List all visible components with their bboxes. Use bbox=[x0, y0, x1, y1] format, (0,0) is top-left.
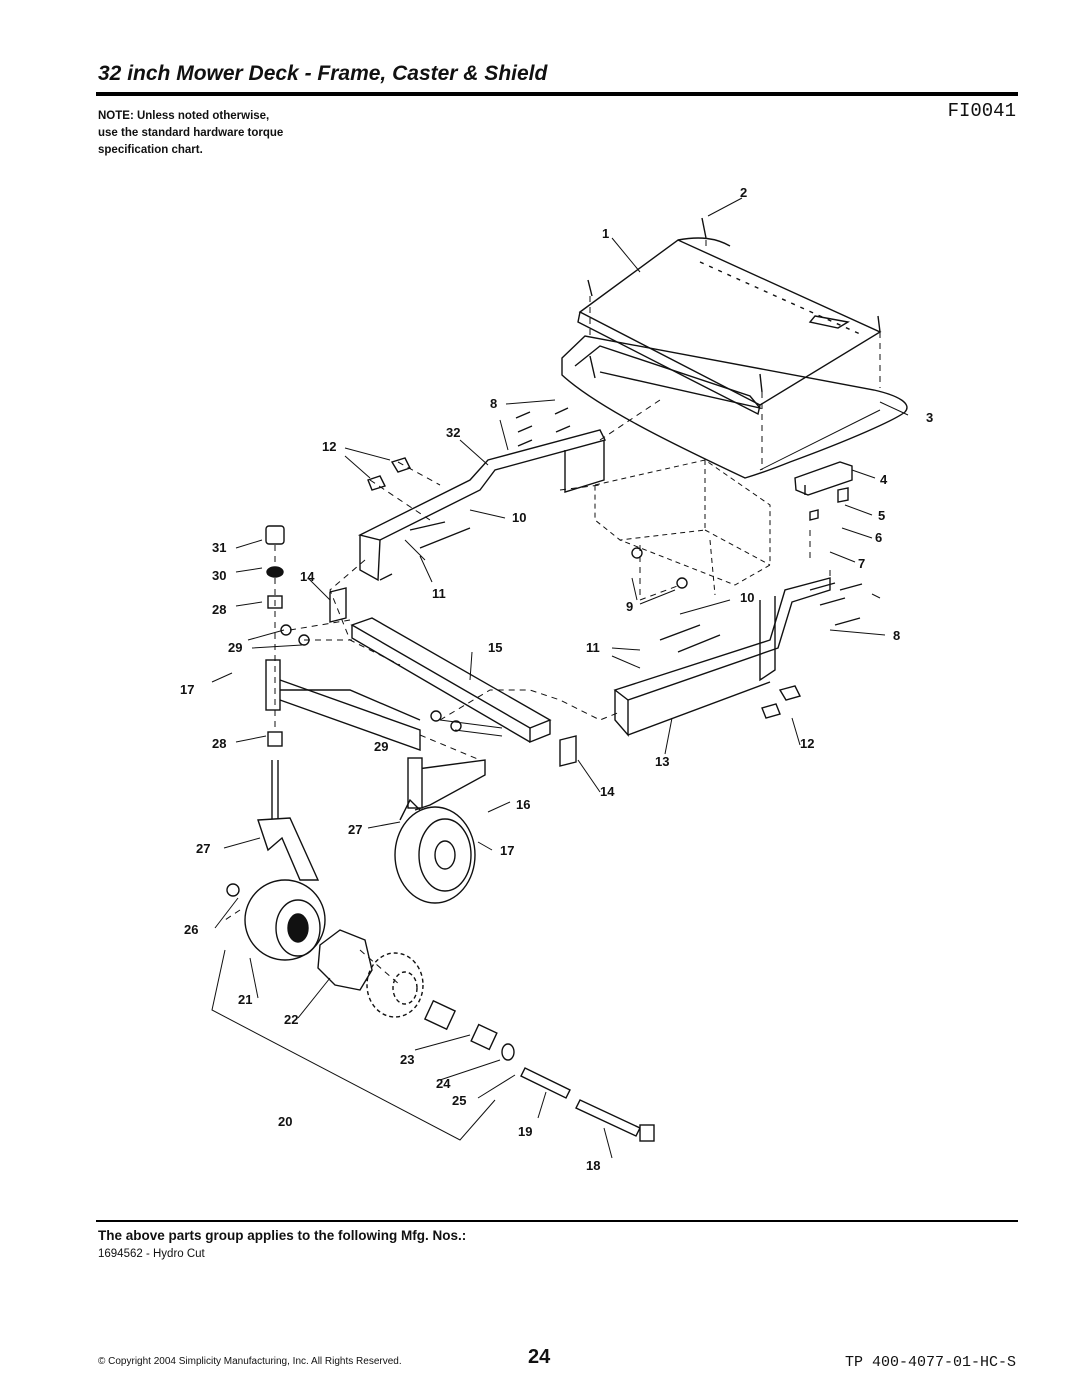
callout-26: 26 bbox=[184, 922, 198, 937]
callout-6: 6 bbox=[875, 530, 882, 545]
title-rule bbox=[96, 92, 1018, 96]
caster-crossbar bbox=[350, 617, 552, 744]
copyright-notice: © Copyright 2004 Simplicity Manufacturin… bbox=[98, 1356, 402, 1367]
front-frame-arm bbox=[613, 577, 831, 737]
callout-12: 12 bbox=[322, 439, 336, 454]
callout-29: 29 bbox=[374, 739, 388, 754]
callout-32: 32 bbox=[446, 425, 460, 440]
callout-14: 14 bbox=[600, 784, 615, 799]
left-caster-fork bbox=[257, 760, 320, 881]
document-code: TP 400-4077-01-HC-S bbox=[844, 1354, 1016, 1371]
callout-17: 17 bbox=[500, 843, 514, 858]
callout-24: 24 bbox=[436, 1076, 451, 1091]
caster-arm-left bbox=[265, 659, 421, 751]
callout-25: 25 bbox=[452, 1093, 466, 1108]
applies-heading: The above parts group applies to the fol… bbox=[98, 1228, 467, 1243]
callout-18: 18 bbox=[586, 1158, 600, 1173]
callout-12: 12 bbox=[800, 736, 814, 751]
mfg-number: 1694562 - Hydro Cut bbox=[98, 1248, 205, 1260]
callout-13: 13 bbox=[655, 754, 669, 769]
callout-10: 10 bbox=[740, 590, 754, 605]
callout-labels: 1 2 3 4 5 6 7 8 8 9 10 10 11 11 12 12 13… bbox=[180, 185, 933, 1173]
callout-11: 11 bbox=[432, 586, 446, 601]
callout-27: 27 bbox=[196, 841, 210, 856]
callout-9: 9 bbox=[626, 599, 633, 614]
assembly-lines bbox=[224, 240, 881, 986]
shield-cover bbox=[577, 237, 882, 416]
hardware-parts bbox=[226, 217, 881, 897]
deck-bracket bbox=[794, 461, 853, 496]
deck-housing bbox=[561, 335, 908, 479]
callout-20: 20 bbox=[278, 1114, 292, 1129]
callout-7: 7 bbox=[858, 556, 865, 571]
callout-28: 28 bbox=[212, 602, 226, 617]
figure-code: FI0041 bbox=[947, 100, 1016, 122]
callout-29: 29 bbox=[228, 640, 242, 655]
callout-27: 27 bbox=[348, 822, 362, 837]
callout-15: 15 bbox=[488, 640, 502, 655]
callout-10: 10 bbox=[512, 510, 526, 525]
torque-note: NOTE: Unless noted otherwise, use the st… bbox=[98, 108, 283, 159]
page-title: 32 inch Mower Deck - Frame, Caster & Shi… bbox=[98, 62, 548, 85]
leader-lines bbox=[211, 197, 909, 1159]
right-caster-wheel bbox=[394, 798, 476, 904]
axle-hardware bbox=[423, 999, 655, 1142]
callout-31: 31 bbox=[212, 540, 226, 555]
note-line: use the standard hardware torque bbox=[98, 127, 284, 139]
callout-2: 2 bbox=[740, 185, 747, 200]
page-number: 24 bbox=[528, 1346, 551, 1368]
note-line: specification chart. bbox=[98, 144, 203, 156]
callout-19: 19 bbox=[518, 1124, 532, 1139]
exploded-wheel bbox=[244, 879, 326, 961]
footer-rule bbox=[96, 1220, 1018, 1222]
rear-frame-arm bbox=[357, 429, 607, 582]
deck-body-hidden bbox=[594, 459, 771, 596]
callout-30: 30 bbox=[212, 568, 226, 583]
note-line: NOTE: Unless noted otherwise, bbox=[98, 110, 270, 122]
callout-8: 8 bbox=[490, 396, 497, 411]
callout-3: 3 bbox=[926, 410, 933, 425]
callout-23: 23 bbox=[400, 1052, 414, 1067]
callout-28: 28 bbox=[212, 736, 226, 751]
callout-4: 4 bbox=[880, 472, 888, 487]
callout-11: 11 bbox=[586, 640, 600, 655]
wheel-rim bbox=[317, 929, 424, 1018]
caster-arm-right bbox=[407, 757, 486, 811]
callout-17: 17 bbox=[180, 682, 194, 697]
callout-22: 22 bbox=[284, 1012, 298, 1027]
callout-21: 21 bbox=[238, 992, 252, 1007]
callout-5: 5 bbox=[878, 508, 885, 523]
callout-16: 16 bbox=[516, 797, 530, 812]
callout-14: 14 bbox=[300, 569, 315, 584]
callout-1: 1 bbox=[602, 226, 609, 241]
callout-8: 8 bbox=[893, 628, 900, 643]
